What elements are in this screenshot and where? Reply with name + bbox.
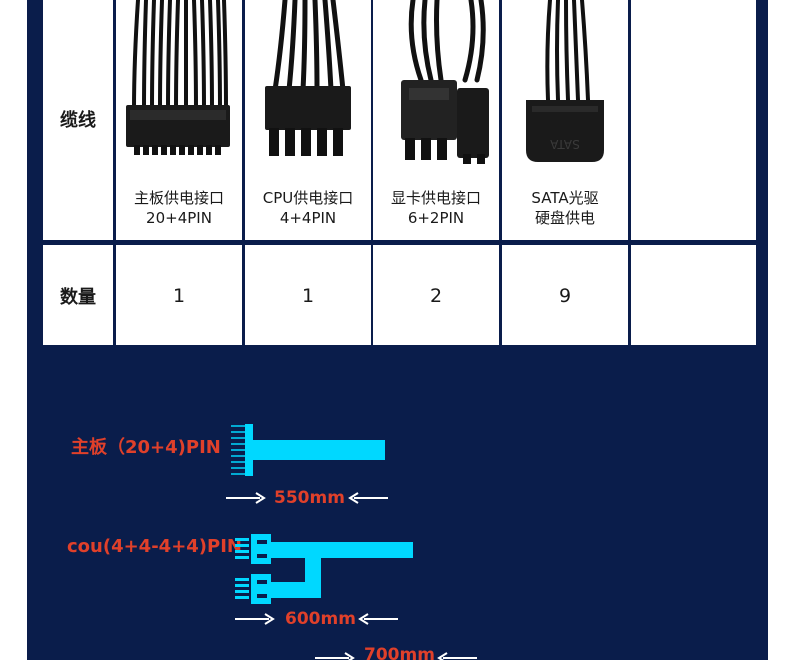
cable-cell-cpu: CPU供电接口 4+4PIN [245,0,371,240]
sata-power-connector-icon: SATA [526,0,604,162]
dimension-arrow-left [235,613,275,625]
svg-text:SATA: SATA [549,137,580,151]
atx-cable-icon [231,424,385,476]
product-spec-panel: 缆线 [27,0,768,660]
qty-value: 1 [301,285,315,307]
row-label-qty: 数量 [60,287,96,308]
pcie-6-2pin-connector-icon [401,0,489,164]
cable-length-pcie: 700mm [364,645,435,660]
qty-value: 9 [558,285,572,307]
cable-caption-pcie: 显卡供电接口 6+2PIN [373,188,499,228]
row-label-cell-cables: 缆线 [43,0,113,240]
dimension-arrow-right [348,492,388,504]
caption-line1: 显卡供电接口 [390,189,481,207]
caption-line2: 硬盘供电 [534,209,595,227]
qty-cell-pcie: 2 [373,245,499,345]
dimension-arrow-left [226,492,266,504]
qty-cell-sata: 9 [502,245,628,345]
caption-line2: 6+2PIN [407,209,465,227]
cable-length-atx: 550mm [274,488,345,508]
qty-cell-atx: 1 [116,245,242,345]
caption-line1: 主板供电接口 [133,189,224,207]
cable-length-cpu: 600mm [285,609,356,629]
cpu-8pin-connector-icon [265,0,351,156]
caption-line2: 4+4PIN [279,209,337,227]
qty-value: 2 [429,285,443,307]
cable-caption-cpu: CPU供电接口 4+4PIN [245,188,371,228]
row-label-cell-qty: 数量 [43,245,113,345]
atx-24pin-connector-icon [126,0,230,155]
cable-cell-pcie: 显卡供电接口 6+2PIN [373,0,499,240]
cable-label-atx: 主板（20+4)PIN [71,437,221,458]
cable-cell-empty [631,0,756,240]
qty-cell-cpu: 1 [245,245,371,345]
dimension-arrow-right [358,613,398,625]
cpu-cable-icon [235,534,413,604]
qty-value: 1 [172,285,186,307]
caption-line1: CPU供电接口 [262,189,354,207]
cable-cell-sata: SATA SATA光驱 硬盘供电 [502,0,628,240]
cable-cell-atx: 主板供电接口 20+4PIN [116,0,242,240]
caption-line1: SATA光驱 [531,189,599,207]
cable-caption-sata: SATA光驱 硬盘供电 [502,188,628,228]
caption-line2: 20+4PIN [146,209,212,227]
dimension-arrow-left [315,652,355,660]
row-label-cables: 缆线 [60,110,96,131]
cable-label-cpu: cou(4+4-4+4)PIN [67,536,242,557]
cable-caption-atx: 主板供电接口 20+4PIN [116,188,242,228]
qty-cell-empty [631,245,756,345]
dimension-arrow-right [437,652,477,660]
